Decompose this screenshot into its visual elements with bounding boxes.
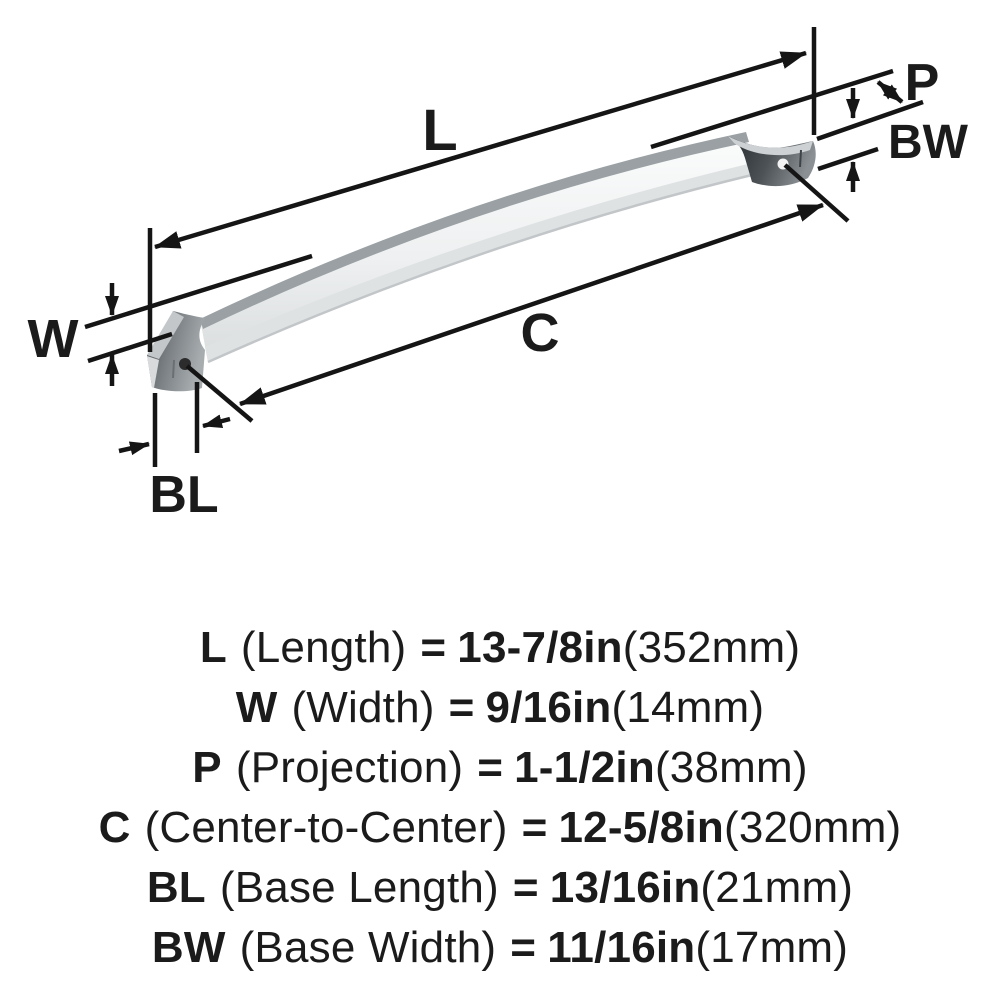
leader-line-left: [185, 364, 254, 423]
spec-label: (Length): [240, 623, 407, 672]
p-reference-line-middle: [816, 99, 924, 142]
label-P: P: [905, 54, 940, 112]
spec-code: L: [199, 623, 227, 672]
spec-label: (Base Width): [239, 923, 497, 972]
equals-sign: =: [448, 683, 475, 732]
p-double-arrow: [876, 80, 904, 104]
bw-reference-line-bottom: [817, 146, 879, 172]
handle-dimension-diagram: L C W P BW BL: [28, 27, 969, 524]
spec-value-inches: 12-5/8in: [558, 803, 724, 852]
spec-value-mm: (14mm): [611, 683, 765, 732]
handle-left-foot-base-corner: [147, 356, 159, 388]
bl-arrow-right: [118, 441, 150, 456]
handle-right-foot-seam: [799, 149, 802, 168]
bl-arrow-left: [202, 414, 231, 429]
spec-value-mm: (320mm): [723, 803, 902, 852]
label-C: C: [521, 303, 560, 363]
spec-code: C: [98, 803, 131, 852]
spec-row-center-to-center: C (Center-to-Center) = 12-5/8in (320mm): [0, 798, 1000, 858]
equals-sign: =: [510, 923, 537, 972]
equals-sign: =: [477, 743, 504, 792]
label-BL: BL: [149, 466, 218, 524]
leader-line-right: [783, 163, 850, 223]
spec-label: (Base Length): [219, 863, 499, 912]
spec-row-base-width: BW (Base Width) = 11/16in (17mm): [0, 918, 1000, 978]
equals-sign: =: [420, 623, 447, 672]
spec-row-base-length: BL (Base Length) = 13/16in (21mm): [0, 858, 1000, 918]
spec-code: P: [192, 743, 222, 792]
spec-value-inches: 13-7/8in: [457, 623, 623, 672]
spec-value-inches: 9/16in: [485, 683, 612, 732]
w-reference-line-upper: [84, 253, 313, 330]
spec-row-projection: P (Projection) = 1-1/2in (38mm): [0, 738, 1000, 798]
handle-bar-bottom-edge-line: [207, 172, 757, 364]
equals-sign: =: [512, 863, 539, 912]
label-L: L: [422, 98, 457, 163]
spec-value-mm: (38mm): [654, 743, 808, 792]
handle-left-foot-seam: [172, 359, 175, 379]
spec-row-length: L (Length) = 13-7/8in (352mm): [0, 618, 1000, 678]
dimension-spec-list: L (Length) = 13-7/8in (352mm) W (Width) …: [0, 618, 1000, 978]
equals-sign: =: [521, 803, 548, 852]
label-BW: BW: [888, 116, 969, 169]
spec-label: (Projection): [235, 743, 464, 792]
spec-label: (Center-to-Center): [144, 803, 508, 852]
handle-pull-illustration: [147, 132, 816, 392]
spec-code: BW: [151, 923, 226, 972]
spec-label: (Width): [291, 683, 435, 732]
dim-line-C: [239, 202, 824, 407]
spec-value-inches: 1-1/2in: [514, 743, 655, 792]
label-W: W: [28, 309, 79, 369]
spec-code: BL: [146, 863, 206, 912]
p-reference-line-top: [650, 68, 894, 150]
spec-value-mm: (21mm): [700, 863, 854, 912]
spec-code: W: [235, 683, 278, 732]
spec-row-width: W (Width) = 9/16in (14mm): [0, 678, 1000, 738]
spec-value-inches: 11/16in: [547, 923, 696, 972]
spec-value-mm: (17mm): [695, 923, 849, 972]
spec-value-mm: (352mm): [622, 623, 801, 672]
w-reference-line-lower: [87, 331, 173, 364]
dimension-lines: [84, 27, 924, 467]
spec-value-inches: 13/16in: [549, 863, 701, 912]
